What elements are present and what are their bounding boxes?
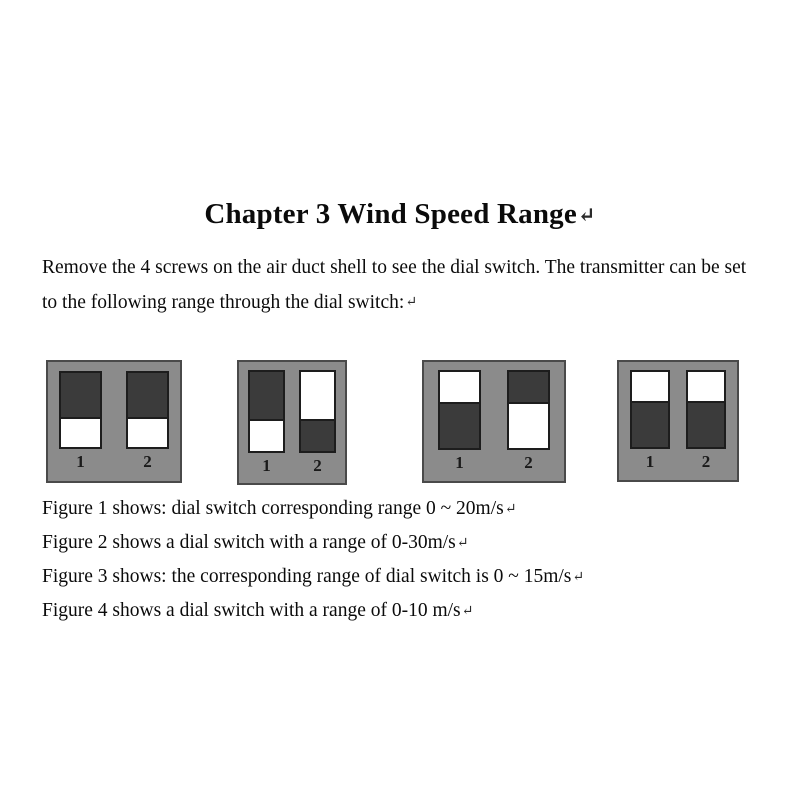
rocker-group [48, 362, 180, 449]
figure-caption-4-text: Figure 4 shows a dial switch with a rang… [42, 600, 461, 622]
dip-switch-figure-3: 1 2 [422, 360, 566, 483]
figure-caption-3-text: Figure 3 shows: the corresponding range … [42, 566, 572, 588]
rocker-switch-1[interactable] [438, 370, 481, 450]
figure-caption-2-text: Figure 2 shows a dial switch with a rang… [42, 532, 456, 554]
rocker-label-group: 1 2 [424, 450, 564, 471]
rocker-switch-2[interactable] [686, 370, 726, 449]
paragraph-return-icon: ↵ [456, 535, 469, 552]
rocker-switch-1[interactable] [248, 370, 285, 453]
page-title: Chapter 3 Wind Speed Range↵ [0, 198, 800, 231]
rocker-label-2: 2 [524, 453, 533, 472]
rocker-label-2: 2 [313, 456, 322, 475]
rocker-segment-top [440, 372, 479, 403]
rocker-segment-top [509, 372, 548, 403]
intro-paragraph: Remove the 4 screws on the air duct shel… [42, 250, 760, 321]
paragraph-return-icon: ↵ [572, 569, 585, 586]
paragraph-return-icon: ↵ [577, 202, 596, 227]
rocker-switch-1[interactable] [59, 371, 102, 449]
rocker-label-1: 1 [455, 453, 464, 472]
rocker-segment-top [301, 372, 334, 420]
intro-text: Remove the 4 screws on the air duct shel… [42, 256, 747, 313]
figure-caption-list: Figure 1 shows: dial switch correspondin… [42, 492, 772, 628]
rocker-segment-bottom [301, 419, 334, 451]
rocker-switch-2[interactable] [126, 371, 169, 449]
figure-caption-4: Figure 4 shows a dial switch with a rang… [42, 594, 772, 628]
dip-switch-figure-1: 1 2 [46, 360, 182, 483]
rocker-label-1: 1 [645, 452, 655, 471]
rocker-switch-2[interactable] [507, 370, 550, 450]
figure-caption-1-text: Figure 1 shows: dial switch correspondin… [42, 498, 504, 520]
rocker-group [239, 362, 345, 453]
rocker-segment-bottom [61, 417, 100, 447]
dip-switch-figure-4: 1 2 [617, 360, 739, 482]
rocker-label-group: 1 2 [239, 453, 345, 474]
rocker-segment-bottom [688, 400, 724, 447]
dip-switch-figure-2: 1 2 [237, 360, 347, 485]
rocker-segment-bottom [250, 419, 283, 451]
rocker-segment-top [128, 373, 167, 418]
figure-caption-1: Figure 1 shows: dial switch correspondin… [42, 492, 772, 526]
rocker-switch-2[interactable] [299, 370, 336, 453]
rocker-switch-1[interactable] [630, 370, 670, 449]
figure-caption-3: Figure 3 shows: the corresponding range … [42, 560, 772, 594]
paragraph-return-icon: ↵ [461, 603, 474, 620]
rocker-label-group: 1 2 [48, 449, 180, 470]
rocker-label-group: 1 2 [619, 449, 737, 470]
rocker-segment-top [688, 372, 724, 401]
rocker-label-2: 2 [701, 452, 711, 471]
paragraph-return-icon: ↵ [405, 294, 418, 311]
dip-switch-figure-row: 1 2 1 2 [0, 360, 800, 486]
figure-caption-2: Figure 2 shows a dial switch with a rang… [42, 526, 772, 560]
paragraph-return-icon: ↵ [504, 501, 517, 517]
rocker-segment-bottom [128, 417, 167, 447]
rocker-label-1: 1 [76, 452, 85, 471]
rocker-label-1: 1 [262, 456, 271, 475]
rocker-label-2: 2 [143, 452, 152, 471]
page-title-text: Chapter 3 Wind Speed Range [204, 198, 577, 231]
rocker-segment-bottom [440, 402, 479, 448]
rocker-segment-top [632, 372, 668, 401]
rocker-segment-bottom [509, 402, 548, 448]
rocker-segment-bottom [632, 400, 668, 447]
rocker-group [424, 362, 564, 450]
rocker-segment-top [250, 372, 283, 420]
rocker-group [619, 362, 737, 449]
rocker-segment-top [61, 373, 100, 418]
